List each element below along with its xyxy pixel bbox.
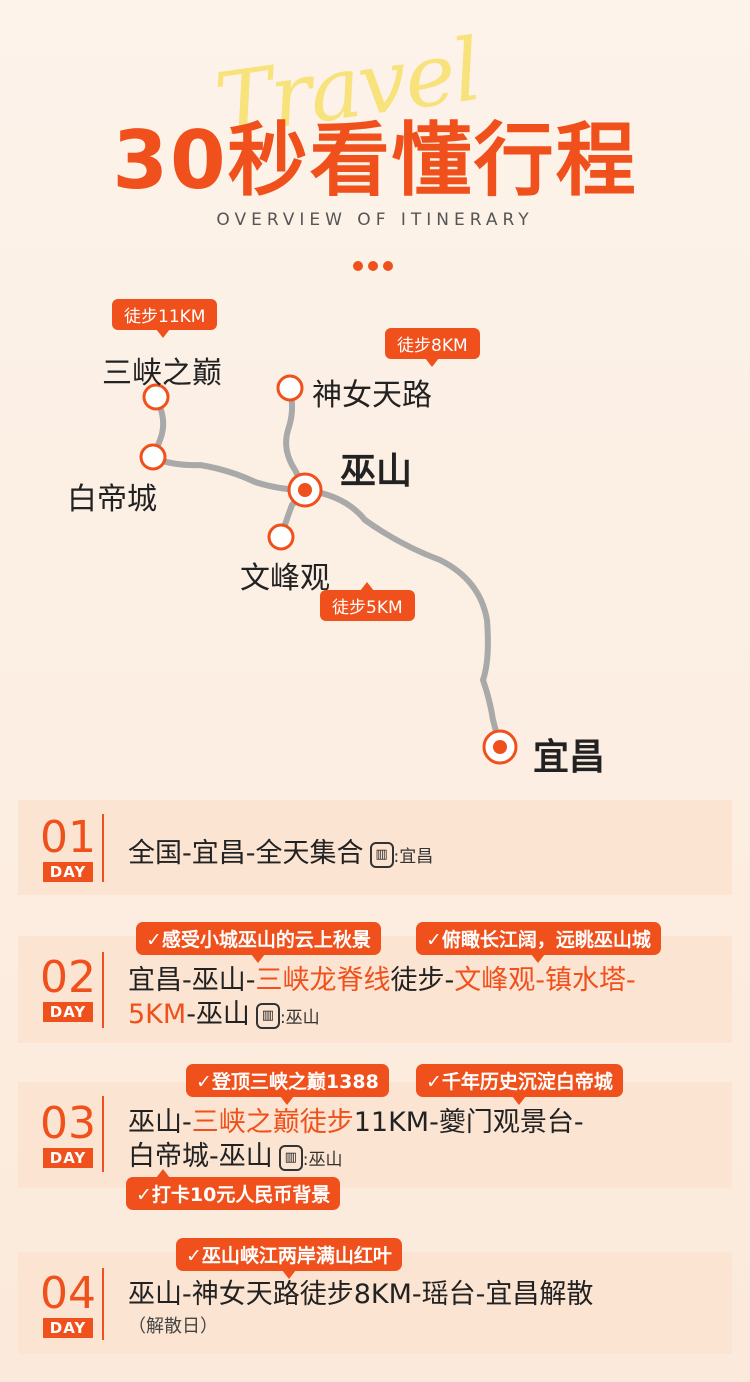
day-label: DAY	[42, 1002, 94, 1022]
day-card-3: 03 DAY 巫山-三峡之巅徒步11KM-夔门观景台- 白帝城-巫山▥:巫山	[18, 1082, 732, 1188]
hotel-icon: ▥	[369, 841, 394, 868]
hotel-icon: ▥	[255, 1002, 280, 1029]
decorative-dots	[353, 256, 398, 275]
tag-walk-5km: 徒步5KM	[320, 582, 415, 621]
day-badge: 04 DAY	[32, 1270, 104, 1338]
route-part: 11KM-夔门观景台-	[353, 1107, 584, 1138]
route-part: 巫山-	[128, 1107, 192, 1138]
route-wushan-yichang	[302, 487, 503, 749]
route-highlight: 三峡之巅徒步	[191, 1107, 354, 1138]
hotel-city: :巫山	[279, 1008, 320, 1028]
place-shennv: 神女天路	[312, 378, 432, 413]
route-part: 徒步-	[390, 965, 455, 996]
route-part: 白帝城-巫山	[128, 1141, 273, 1172]
day-number: 03	[40, 1098, 96, 1149]
day-note: （解散日）	[128, 1316, 218, 1337]
hotel-city: :巫山	[302, 1150, 343, 1170]
route-highlight: 文峰观-镇水塔-	[454, 965, 636, 996]
node-sanxia	[142, 383, 170, 411]
day-badge: 03 DAY	[32, 1100, 104, 1168]
route-part: -巫山	[186, 999, 250, 1030]
day-route: 全国-宜昌-全天集合▥:宜昌	[128, 831, 433, 870]
highlight-tag: ✓感受小城巫山的云上秋景	[136, 922, 381, 963]
route-map	[139, 374, 518, 765]
divider	[102, 1268, 104, 1340]
day-badge: 02 DAY	[32, 954, 104, 1022]
route-highlight: 5KM	[128, 999, 187, 1030]
highlight-tag: ✓千年历史沉淀白帝城	[416, 1064, 623, 1105]
node-shennv	[276, 374, 304, 402]
day-route-line-1: 宜昌-巫山-三峡龙脊线徒步-文峰观-镇水塔-	[128, 958, 636, 997]
hotel-city: :宜昌	[393, 847, 434, 867]
place-wenfeng: 文峰观	[240, 561, 330, 596]
day-route: 巫山-神女天路徒步8KM-瑶台-宜昌解散	[128, 1279, 594, 1310]
node-wenfeng	[267, 523, 295, 551]
node-wushan-dot	[298, 483, 312, 497]
map-nodes	[139, 374, 518, 765]
highlight-tag: ✓俯瞰长江阔，远眺巫山城	[416, 922, 661, 963]
day-route-line-2: 5KM-巫山▥:巫山	[128, 992, 320, 1031]
divider	[102, 952, 104, 1028]
highlight-tag: ✓登顶三峡之巅1388	[186, 1064, 389, 1105]
day-label: DAY	[42, 1148, 94, 1168]
divider	[102, 1096, 104, 1172]
day-number: 04	[40, 1268, 96, 1319]
route-text: 全国-宜昌-全天集合	[128, 838, 364, 869]
day-route-line-2: 白帝城-巫山▥:巫山	[128, 1134, 342, 1173]
place-sanxia: 三峡之巅	[102, 356, 222, 391]
day-card-1: 01 DAY 全国-宜昌-全天集合▥:宜昌	[18, 800, 732, 895]
tag-walk-8km: 徒步8KM	[385, 328, 480, 367]
day-label: DAY	[42, 862, 94, 882]
node-yichang-dot	[493, 740, 507, 754]
day-badge: 01 DAY	[32, 814, 104, 882]
day-route-line-1: 巫山-三峡之巅徒步11KM-夔门观景台-	[128, 1100, 584, 1139]
route-shennv-wushan	[283, 387, 308, 493]
day-number: 02	[40, 952, 96, 1003]
highlight-tag: ✓打卡10元人民币背景	[126, 1169, 341, 1210]
place-baidi: 白帝城	[67, 482, 157, 517]
node-baidi	[139, 443, 167, 471]
hotel-icon: ▥	[278, 1144, 303, 1171]
divider	[102, 814, 104, 882]
place-yichang: 宜昌	[533, 737, 606, 778]
route-baidi-wushan	[150, 455, 308, 493]
highlight-tag: ✓巫山峡江两岸满山红叶	[176, 1238, 402, 1279]
page-title: 30秒看懂行程	[112, 114, 638, 207]
day-label: DAY	[42, 1318, 94, 1338]
page-subtitle: OVERVIEW OF ITINERARY	[216, 210, 534, 230]
route-part: 宜昌-巫山-	[128, 965, 256, 996]
place-wushan: 巫山	[340, 451, 413, 492]
day-number: 01	[40, 812, 96, 863]
tag-walk-11km: 徒步11KM	[112, 299, 218, 338]
route-highlight: 三峡龙脊线	[255, 965, 391, 996]
